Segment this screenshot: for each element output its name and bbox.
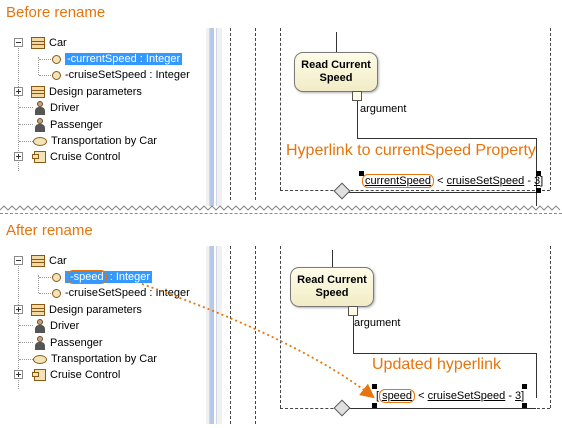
- tree-item-car[interactable]: Car: [31, 35, 67, 51]
- collapse-icon[interactable]: [14, 256, 23, 265]
- property-icon: [52, 54, 61, 64]
- tree-item-driver[interactable]: Driver: [34, 318, 79, 334]
- tree-item-cruise-control[interactable]: Cruise Control: [32, 149, 121, 165]
- property-icon: [52, 288, 61, 298]
- tree-item-cruise-set-speed[interactable]: -cruiseSetSpeed : Integer: [52, 67, 190, 83]
- tree-item-label: Transportation by Car: [51, 135, 157, 147]
- selected-property[interactable]: -speed : Integer: [65, 270, 153, 284]
- class-icon: [31, 86, 45, 98]
- argument-pin[interactable]: [348, 306, 358, 316]
- tree-item-label: Driver: [50, 320, 80, 332]
- section-divider: [0, 205, 561, 211]
- tree-item-label: Passenger: [50, 119, 103, 131]
- selected-property[interactable]: -currentSpeed : Integer: [65, 53, 183, 65]
- tree-item-transportation[interactable]: Transportation by Car: [33, 351, 157, 367]
- after-panel: Car -speed : Integer -cruiseSetSpeed : I…: [0, 246, 562, 424]
- guard-expression[interactable]: [speed < cruiseSetSpeed - 3]: [376, 389, 525, 403]
- section-divider-line: [0, 213, 562, 214]
- guard-hyperlink[interactable]: speed: [379, 389, 416, 403]
- tree-item-label: Passenger: [50, 337, 103, 349]
- tree-item-label: -cruiseSetSpeed : Integer: [65, 69, 190, 81]
- expand-icon[interactable]: [14, 87, 23, 96]
- containment-tree: Car -speed : Integer -cruiseSetSpeed : I…: [0, 246, 208, 424]
- tree-item-design-parameters[interactable]: Design parameters: [31, 302, 142, 318]
- tree-item-transportation[interactable]: Transportation by Car: [33, 133, 157, 149]
- expand-icon[interactable]: [14, 305, 23, 314]
- component-icon: [32, 151, 46, 163]
- panel-splitter[interactable]: [206, 28, 222, 206]
- tree-item-label: Design parameters: [49, 86, 142, 98]
- before-heading: Before rename: [6, 4, 106, 21]
- argument-pin-label: argument: [354, 317, 401, 329]
- hyperlink-callout: Hyperlink to currentSpeed Property: [286, 142, 536, 159]
- use-case-icon: [33, 136, 47, 146]
- read-current-speed-action[interactable]: Read Current Speed: [294, 52, 378, 92]
- tree-item-label: Transportation by Car: [51, 353, 157, 365]
- before-panel: Car -currentSpeed : Integer -cruiseSetSp…: [0, 28, 562, 206]
- tree-item-current-speed[interactable]: -currentSpeed : Integer: [52, 51, 183, 67]
- tree-item-label: Car: [49, 37, 67, 49]
- tree-item-label: Cruise Control: [50, 151, 121, 163]
- tree-item-label: Design parameters: [49, 304, 142, 316]
- use-case-icon: [33, 354, 47, 364]
- read-current-speed-action[interactable]: Read Current Speed: [290, 267, 374, 307]
- argument-pin-label: argument: [360, 103, 407, 115]
- tree-item-label: -cruiseSetSpeed : Integer: [65, 287, 190, 299]
- collapse-icon[interactable]: [14, 38, 23, 47]
- property-icon: [52, 272, 61, 282]
- renamed-property-name[interactable]: -speed: [67, 270, 107, 284]
- panel-splitter[interactable]: [206, 246, 222, 424]
- tree-item-passenger[interactable]: Passenger: [34, 117, 103, 133]
- diagram-area: Read Current Speed argument currentSpeed…: [222, 28, 562, 206]
- decision-node[interactable]: [333, 399, 351, 417]
- actor-icon: [34, 319, 46, 333]
- actor-icon: [34, 336, 46, 350]
- tree-item-car[interactable]: Car: [31, 253, 67, 269]
- after-heading: After rename: [6, 222, 93, 239]
- expand-icon[interactable]: [14, 370, 23, 379]
- containment-tree: Car -currentSpeed : Integer -cruiseSetSp…: [0, 28, 208, 206]
- updated-hyperlink-callout: Updated hyperlink: [372, 356, 501, 373]
- class-icon: [31, 255, 45, 267]
- argument-pin[interactable]: [352, 91, 362, 101]
- tree-item-label: Cruise Control: [50, 369, 121, 381]
- tree-item-cruise-control[interactable]: Cruise Control: [32, 367, 121, 383]
- component-icon: [32, 369, 46, 381]
- property-icon: [52, 70, 61, 80]
- class-icon: [31, 37, 45, 49]
- actor-icon: [34, 101, 46, 115]
- class-icon: [31, 304, 45, 316]
- tree-item-label: Driver: [50, 102, 80, 114]
- diagram-area: Read Current Speed argument [speed < cru…: [222, 246, 562, 424]
- tree-item-speed[interactable]: -speed : Integer: [52, 269, 153, 285]
- guard-hyperlink[interactable]: currentSpeed: [362, 174, 435, 188]
- actor-icon: [34, 118, 46, 132]
- tree-item-driver[interactable]: Driver: [34, 100, 79, 116]
- tree-item-cruise-set-speed[interactable]: -cruiseSetSpeed : Integer: [52, 285, 190, 301]
- guard-expression[interactable]: currentSpeed < cruiseSetSpeed - 3]: [362, 174, 543, 188]
- tree-item-passenger[interactable]: Passenger: [34, 335, 103, 351]
- expand-icon[interactable]: [14, 152, 23, 161]
- tree-item-design-parameters[interactable]: Design parameters: [31, 84, 142, 100]
- tree-item-label: Car: [49, 255, 67, 267]
- decision-node[interactable]: [333, 182, 351, 200]
